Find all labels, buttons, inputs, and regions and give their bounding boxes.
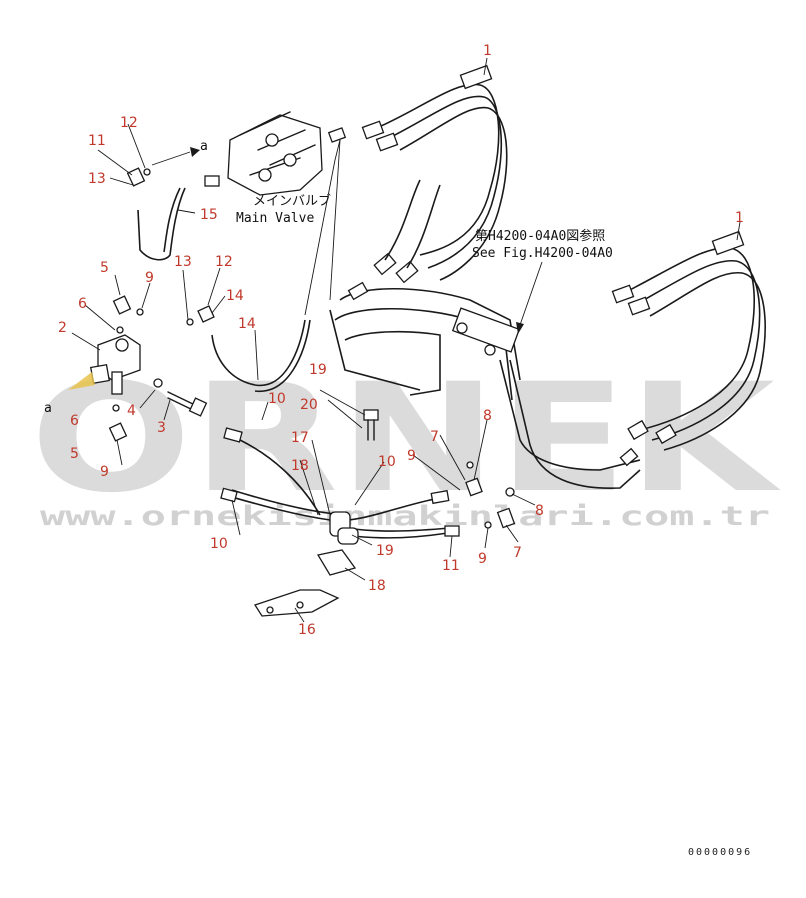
callout-2: 2 bbox=[58, 320, 67, 336]
piping-assembly bbox=[329, 281, 641, 489]
callout-6-lower: 6 bbox=[70, 413, 79, 429]
main-valve bbox=[204, 111, 347, 196]
callouts: 1 1 2 3 4 5 5 6 6 7 7 8 8 9 9 9 9 10 10 … bbox=[58, 43, 744, 638]
callout-9-c: 9 bbox=[407, 448, 416, 464]
callout-11-upper: 10 bbox=[268, 391, 286, 407]
manifold-block: a bbox=[44, 334, 141, 416]
callout-15: 14 bbox=[238, 316, 256, 332]
callout-1-right: 1 bbox=[735, 210, 744, 226]
callout-13-left: 12 bbox=[120, 115, 138, 131]
callout-10-right: 10 bbox=[378, 454, 396, 470]
callout-8-upper: 8 bbox=[483, 408, 492, 424]
manifold-arrow-letter: a bbox=[44, 401, 52, 416]
callout-12-left: 11 bbox=[88, 133, 106, 149]
fittings-left bbox=[108, 167, 215, 442]
bracket-17 bbox=[254, 589, 340, 617]
ref-label-jp: 第H4200-04A0図参照 bbox=[475, 228, 605, 244]
callout-17: 16 bbox=[298, 622, 316, 638]
valve-arrow-letter: a bbox=[200, 139, 208, 154]
callout-9-b: 9 bbox=[100, 464, 109, 480]
callout-6-upper: 6 bbox=[78, 296, 87, 312]
lower-hoses bbox=[220, 427, 516, 539]
callout-7-lower: 7 bbox=[513, 545, 522, 561]
valve-label-jp: メインバルブ bbox=[253, 193, 331, 209]
callout-4: 4 bbox=[127, 403, 136, 419]
watermark: ORNEK www.ornekisinmakinlari.com.tr bbox=[30, 352, 781, 532]
callout-5-lower: 5 bbox=[70, 446, 79, 462]
callout-12-right: 12 bbox=[215, 254, 233, 270]
callout-14-right: 14 bbox=[226, 288, 244, 304]
callout-8-lower: 8 bbox=[535, 503, 544, 519]
hose-bundle-right bbox=[611, 230, 766, 451]
callout-16: 15 bbox=[200, 207, 218, 223]
callout-1-upper: 1 bbox=[483, 43, 492, 59]
callout-11-lower: 11 bbox=[442, 558, 460, 574]
leader-lines bbox=[71, 57, 741, 623]
valve-label-en: Main Valve bbox=[236, 211, 314, 226]
hose-15 bbox=[211, 319, 306, 387]
pointer-arrow-a bbox=[68, 372, 95, 390]
callout-14-left: 13 bbox=[88, 171, 106, 187]
ref-label-en: See Fig.H4200-04A0 bbox=[472, 246, 613, 261]
callout-21: 20 bbox=[300, 397, 318, 413]
hose-16 bbox=[137, 187, 186, 261]
hose-bundle-upper bbox=[361, 64, 508, 284]
callout-7-upper: 7 bbox=[430, 429, 439, 445]
valve-pointer-arrow: a bbox=[151, 139, 208, 166]
document-number: 00000096 bbox=[688, 847, 752, 858]
callout-9-d: 9 bbox=[478, 551, 487, 567]
callout-19-upper: 18 bbox=[291, 458, 309, 474]
callout-3: 3 bbox=[157, 420, 166, 436]
callout-5-upper: 5 bbox=[100, 260, 109, 276]
hose-16-inner bbox=[163, 187, 181, 253]
callout-18-upper: 17 bbox=[291, 430, 309, 446]
hose-15-inner bbox=[254, 319, 311, 392]
callout-10-left: 10 bbox=[210, 536, 228, 552]
callout-13-right: 13 bbox=[174, 254, 192, 270]
bolt-21 bbox=[363, 409, 379, 441]
callout-19-lower: 19 bbox=[376, 543, 394, 559]
bolt-3 bbox=[167, 391, 208, 417]
callout-20: 19 bbox=[309, 362, 327, 378]
callout-18-lower: 18 bbox=[368, 578, 386, 594]
callout-9-a: 9 bbox=[145, 270, 154, 286]
